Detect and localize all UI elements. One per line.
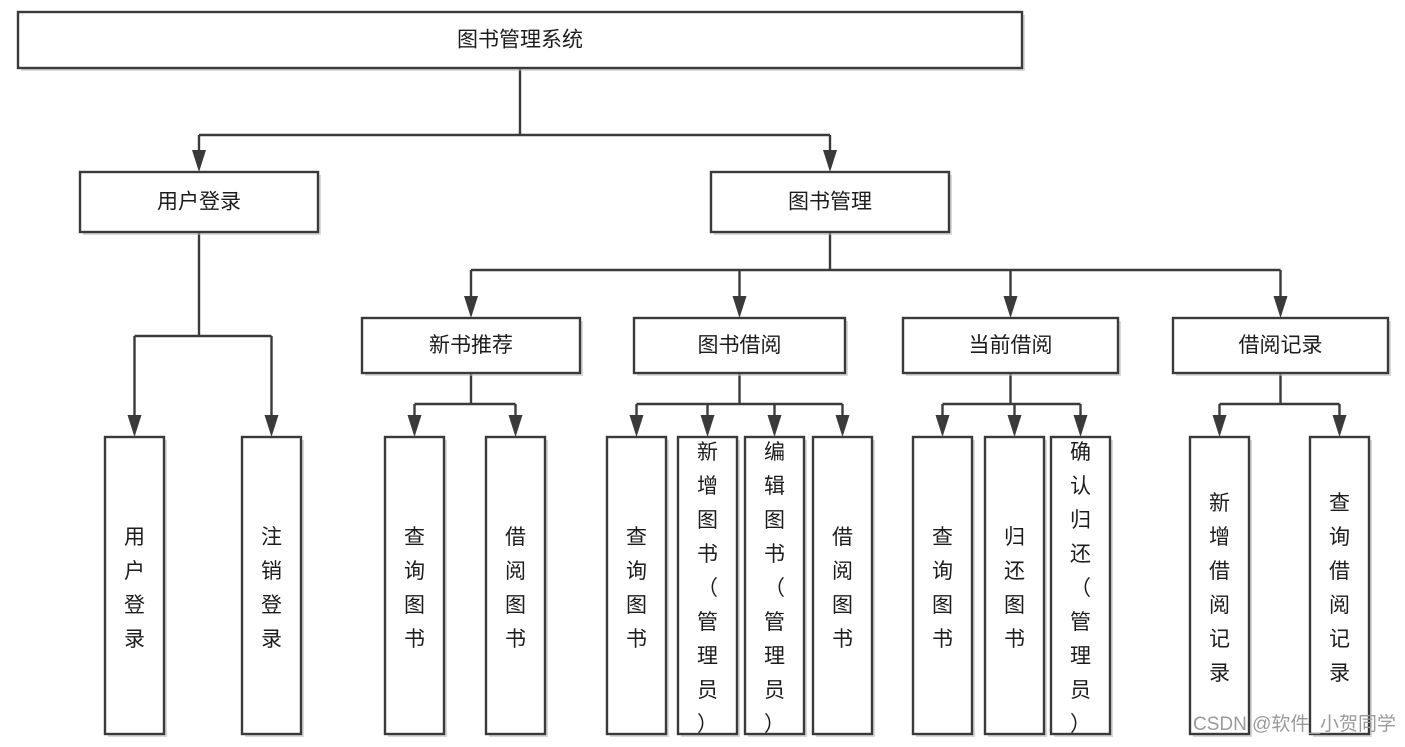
node-label: 图书借阅 bbox=[698, 334, 782, 357]
node-label: 图书管理 bbox=[788, 191, 872, 214]
connector-group-user-login-children bbox=[127, 232, 279, 437]
node-label: 当前借阅 bbox=[969, 334, 1053, 357]
node-box[interactable] bbox=[605, 435, 668, 736]
arrow-head-borrow-record bbox=[1273, 296, 1288, 318]
node-label: 确认归还（管理员） bbox=[1070, 441, 1091, 736]
connector-group-current-borrow-children bbox=[935, 373, 1088, 437]
node-box[interactable] bbox=[383, 435, 446, 736]
node-box[interactable] bbox=[811, 435, 874, 736]
node-leaf-cur-confirm[interactable]: 确认归还（管理员） bbox=[1049, 435, 1113, 737]
arrow-head-book-manage bbox=[823, 150, 837, 172]
watermark-layer: CSDN @软件_小贺同学 bbox=[1193, 713, 1396, 735]
node-box[interactable] bbox=[1308, 435, 1371, 736]
arrow-head-leaf-borrow-edit bbox=[767, 415, 782, 437]
node-label: 借阅图书 bbox=[505, 526, 526, 651]
node-leaf-borrow-query[interactable]: 查询图书 bbox=[605, 435, 669, 737]
arrow-head-leaf-cur-query bbox=[935, 415, 950, 437]
node-box[interactable] bbox=[901, 316, 1120, 375]
arrow-head-leaf-cur-confirm bbox=[1073, 415, 1088, 437]
arrow-head-leaf-logout bbox=[264, 415, 279, 437]
connector-group-book-manage-children bbox=[464, 232, 1288, 318]
node-root[interactable]: 图书管理系统 bbox=[16, 10, 1025, 71]
arrow-head-leaf-rec-search bbox=[1332, 415, 1347, 437]
node-box[interactable] bbox=[484, 435, 547, 736]
node-leaf-user-login[interactable]: 用户登录 bbox=[103, 435, 167, 737]
arrow-head-leaf-borrow-do bbox=[835, 415, 850, 437]
node-label: 用户登录 bbox=[124, 526, 145, 651]
node-box[interactable] bbox=[1171, 316, 1390, 375]
connector-group-book-borrow-children bbox=[629, 373, 850, 437]
node-box[interactable] bbox=[709, 170, 951, 234]
arrow-head-book-borrow bbox=[732, 296, 747, 318]
arrow-head-leaf-borrow-query bbox=[629, 415, 644, 437]
node-book-borrow[interactable]: 图书借阅 bbox=[632, 316, 848, 376]
node-box[interactable] bbox=[240, 435, 303, 736]
node-label: 注销登录 bbox=[261, 526, 282, 651]
node-box[interactable] bbox=[632, 316, 847, 375]
node-box[interactable] bbox=[103, 435, 166, 736]
node-label: 编辑图书（管理员） bbox=[764, 441, 785, 736]
node-borrow-record[interactable]: 借阅记录 bbox=[1171, 316, 1391, 376]
node-current-borrow[interactable]: 当前借阅 bbox=[901, 316, 1121, 376]
node-layer: 图书管理系统用户登录图书管理新书推荐图书借阅当前借阅借阅记录用户登录注销登录查询… bbox=[16, 10, 1391, 737]
node-leaf-logout[interactable]: 注销登录 bbox=[240, 435, 304, 737]
node-leaf-borrow-do[interactable]: 借阅图书 bbox=[811, 435, 875, 737]
connector-group-borrow-record-children bbox=[1212, 373, 1347, 437]
arrow-head-current-borrow bbox=[1003, 296, 1018, 318]
node-label: 查询图书 bbox=[626, 526, 647, 651]
node-label: 新书推荐 bbox=[429, 334, 513, 357]
node-book-manage[interactable]: 图书管理 bbox=[709, 170, 952, 235]
node-label: 借阅记录 bbox=[1239, 334, 1323, 357]
node-box[interactable] bbox=[911, 435, 974, 736]
connector-layer bbox=[127, 68, 1347, 437]
node-leaf-rec-search[interactable]: 查询借阅记录 bbox=[1308, 435, 1372, 737]
arrow-head-user-login bbox=[192, 150, 206, 172]
node-box[interactable] bbox=[676, 435, 739, 736]
node-label: 借阅图书 bbox=[832, 526, 853, 651]
node-leaf-cur-return[interactable]: 归还图书 bbox=[983, 435, 1047, 737]
node-new-book-rec[interactable]: 新书推荐 bbox=[360, 316, 583, 376]
node-leaf-rec-borrow[interactable]: 借阅图书 bbox=[484, 435, 548, 737]
node-label: 新增图书（管理员） bbox=[697, 441, 718, 736]
node-user-login[interactable]: 用户登录 bbox=[78, 170, 321, 235]
node-label: 图书管理系统 bbox=[457, 29, 583, 52]
arrow-head-leaf-cur-return bbox=[1007, 415, 1022, 437]
arrow-head-leaf-rec-borrow bbox=[508, 415, 523, 437]
node-label: 新增借阅记录 bbox=[1209, 492, 1230, 685]
connector-group-new-book-rec-children bbox=[407, 373, 523, 437]
node-label: 用户登录 bbox=[157, 191, 241, 214]
node-label: 查询借阅记录 bbox=[1329, 492, 1350, 685]
connector-group-root-children bbox=[192, 68, 837, 172]
node-box[interactable] bbox=[983, 435, 1046, 736]
node-box[interactable] bbox=[78, 170, 320, 234]
node-label: 查询图书 bbox=[932, 526, 953, 651]
node-label: 归还图书 bbox=[1004, 526, 1025, 651]
node-leaf-rec-query[interactable]: 查询图书 bbox=[383, 435, 447, 737]
arrow-head-leaf-borrow-add bbox=[700, 415, 715, 437]
arrow-head-leaf-rec-query bbox=[407, 415, 422, 437]
node-box[interactable] bbox=[16, 10, 1024, 70]
arrow-head-leaf-rec-add bbox=[1212, 415, 1227, 437]
arrow-head-new-book-rec bbox=[464, 296, 478, 318]
node-leaf-borrow-edit[interactable]: 编辑图书（管理员） bbox=[743, 435, 807, 737]
node-leaf-rec-add[interactable]: 新增借阅记录 bbox=[1188, 435, 1252, 737]
node-box[interactable] bbox=[743, 435, 806, 736]
csdn-watermark: CSDN @软件_小贺同学 bbox=[1193, 713, 1396, 735]
node-leaf-borrow-add[interactable]: 新增图书（管理员） bbox=[676, 435, 740, 737]
node-box[interactable] bbox=[1188, 435, 1251, 736]
node-leaf-cur-query[interactable]: 查询图书 bbox=[911, 435, 975, 737]
node-label: 查询图书 bbox=[404, 526, 425, 651]
arrow-head-leaf-user-login bbox=[127, 415, 142, 437]
node-box[interactable] bbox=[360, 316, 582, 375]
node-box[interactable] bbox=[1049, 435, 1112, 736]
